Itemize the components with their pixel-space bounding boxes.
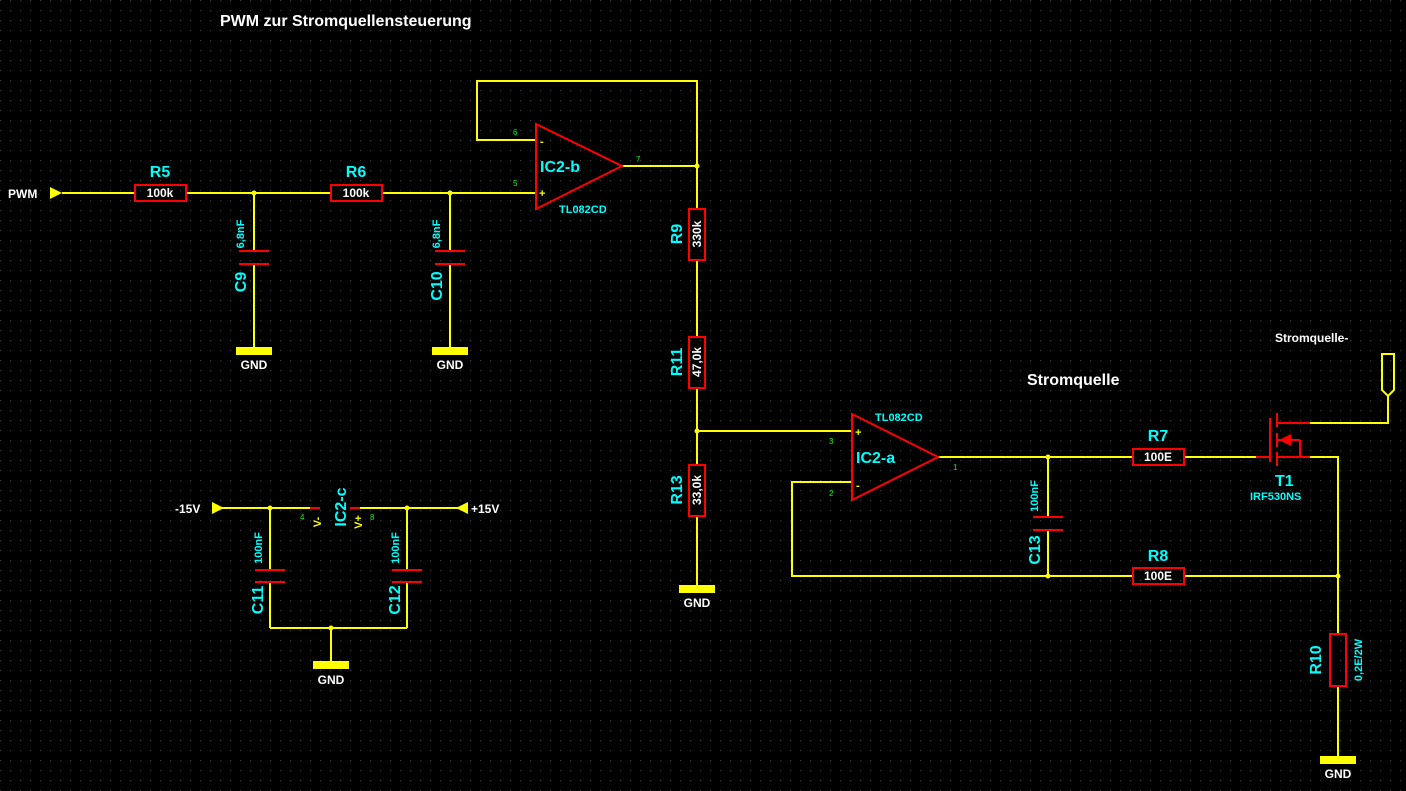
port-minus15v: -15V [175,502,224,516]
r7-value: 100E [1144,450,1172,464]
opamp-ic2-c-power: IC2-c V- V+ 4 8 [300,487,375,529]
ic2b-pin5: 5 [513,179,518,188]
r7-ref: R7 [1148,428,1169,445]
svg-text:+: + [855,427,861,439]
gnd-power: GND [313,661,349,687]
r5-ref: R5 [150,164,171,181]
title-pwm: PWM zur Stromquellensteuerung [220,13,472,30]
r9-ref: R9 [669,224,686,245]
title-stromquelle: Stromquelle [1027,372,1120,389]
ic2b-ref: IC2-b [540,159,580,176]
resistor-r8: 100E R8 [1132,548,1185,585]
r6-value: 100k [343,186,370,200]
ic2a-value: TL082CD [875,412,923,424]
capacitor-c10: 6,8nF C10 [429,219,465,301]
pwm-input-label: PWM [8,187,37,201]
gnd-c10: GND [432,347,468,372]
r13-value: 33,0k [690,475,704,505]
r10-ref: R10 [1308,645,1325,674]
junctions [251,163,1341,631]
capacitor-c12: 100nF C12 [387,532,422,615]
r10-value: 0,2E/2W [1353,638,1365,681]
resistor-r9: 330k R9 [669,208,706,261]
r9-value: 330k [690,220,704,247]
gnd-r10: GND [1320,756,1356,781]
resistor-r10: 0,2E/2W R10 [1308,633,1365,687]
c11-value: 100nF [253,532,265,564]
resistor-r5: 100k R5 [134,164,187,202]
ic2c-pin8: 8 [370,513,375,522]
r6-ref: R6 [346,164,367,181]
gnd-power-label: GND [318,673,345,687]
r11-ref: R11 [669,348,686,377]
gnd-r10-label: GND [1325,767,1352,781]
c12-ref: C12 [387,585,404,614]
c10-value: 6,8nF [431,219,443,248]
ic2b-pin7: 7 [636,155,641,164]
c10-ref: C10 [429,271,446,300]
gnd-c10-label: GND [437,358,464,372]
resistor-r11: 47,0k R11 [669,336,706,389]
ic2a-pin3: 3 [829,437,834,446]
c13-value: 100nF [1029,480,1041,512]
capacitor-c13: 100nF C13 [1027,480,1063,565]
ic2a-pin1: 1 [953,463,958,472]
opamp-ic2-b: - + IC2-b TL082CD 6 5 7 [513,122,641,216]
ic2a-pin2: 2 [829,489,834,498]
gnd-r13: GND [679,585,715,610]
ic2b-value: TL082CD [559,204,607,216]
r8-ref: R8 [1148,548,1169,565]
ic2c-ref: IC2-c [333,487,350,526]
mosfet-t1: T1 IRF530NS [1250,413,1310,503]
resistor-r13: 33,0k R13 [669,464,706,517]
svg-text:-: - [540,136,544,148]
pwm-input-port: PWM [8,187,62,201]
port-stromquelle-minus: Stromquelle- [1275,331,1395,398]
svg-text:-: - [856,480,860,492]
ic2c-pin4: 4 [300,513,305,522]
gnd-c9-label: GND [241,358,268,372]
minus15v-label: -15V [175,502,200,516]
gnd-c9: GND [236,347,272,372]
r8-value: 100E [1144,569,1172,583]
r11-value: 47,0k [690,347,704,377]
resistor-r6: 100k R6 [330,164,383,202]
ic2b-pin6: 6 [513,128,518,137]
r5-value: 100k [147,186,174,200]
r13-ref: R13 [669,475,686,504]
gnd-r13-label: GND [684,596,711,610]
svg-text:+: + [539,188,545,200]
c9-ref: C9 [233,272,250,293]
ic2c-vminus: V- [312,516,324,527]
c12-value: 100nF [390,532,402,564]
port-plus15v: +15V [456,502,499,516]
c9-value: 6,8nF [235,219,247,248]
plus15v-label: +15V [471,502,499,516]
capacitor-c11: 100nF C11 [250,532,285,614]
c13-ref: C13 [1027,535,1044,564]
stromquelle-minus-label: Stromquelle- [1275,331,1348,345]
ic2c-vplus: V+ [353,515,365,529]
resistor-r7: 100E R7 [1132,428,1185,466]
t1-ref: T1 [1275,473,1294,490]
ic2a-ref: IC2-a [856,450,895,467]
opamp-ic2-a: + - IC2-a TL082CD 3 2 1 [829,412,958,502]
c11-ref: C11 [250,586,267,615]
t1-value: IRF530NS [1250,491,1301,503]
capacitor-c9: 6,8nF C9 [233,219,269,292]
